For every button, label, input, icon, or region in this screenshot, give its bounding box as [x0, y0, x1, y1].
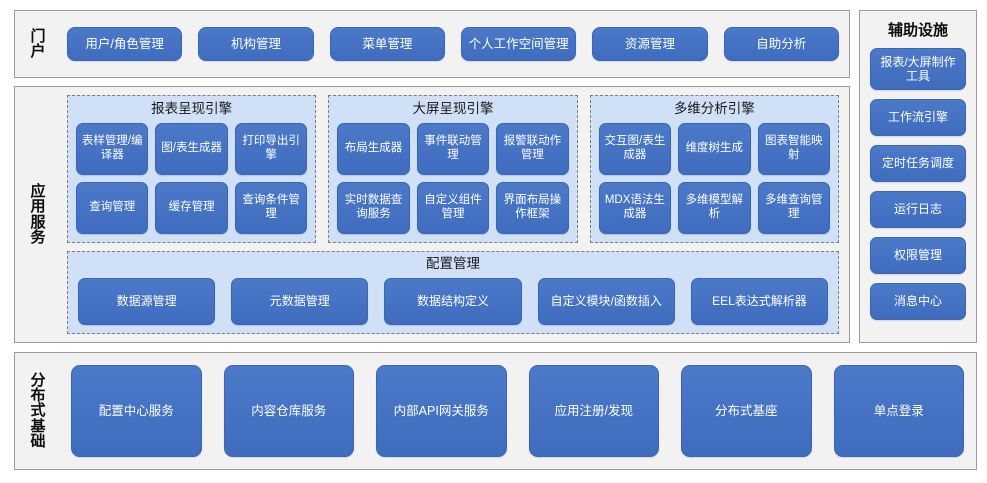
engine-group-multidimensional-analysis: 多维分析引擎 交互图/表生成器 维度树生成 图表智能映射 MDX语法生成器 多维…	[589, 95, 839, 243]
aux-item-permission-management[interactable]: 权限管理	[870, 237, 966, 274]
engine-group-large-screen-rendering-grid: 布局生成器 事件联动管理 报警联动作管理 实时数据查询服务 自定义组件管理 界面…	[337, 122, 569, 234]
engine-item-custom-component-management[interactable]: 自定义组件管理	[416, 181, 490, 234]
engine-group-large-screen-rendering-title: 大屏呈现引擎	[412, 101, 494, 116]
portal-section-label-text: 门户	[30, 27, 46, 60]
engine-item-realtime-data-query-service[interactable]: 实时数据查询服务	[337, 181, 410, 234]
engine-item-query-management[interactable]: 查询管理	[76, 181, 149, 234]
engine-item-interactive-chart-table-generator[interactable]: 交互图/表生成器	[598, 122, 672, 175]
engine-item-layout-generator[interactable]: 布局生成器	[337, 122, 410, 175]
engine-item-report-template-management-compiler[interactable]: 表样管理/编译器	[76, 122, 149, 175]
aux-item-runtime-log[interactable]: 运行日志	[870, 191, 966, 228]
portal-section: 门户 用户/角色管理 机构管理 菜单管理 个人工作空间管理 资源管理 自助分析	[14, 10, 850, 78]
engine-item-ui-layout-operation-framework[interactable]: 界面布局操作框架	[496, 181, 569, 234]
portal-item-resource-management[interactable]: 资源管理	[592, 27, 708, 61]
engine-group-report-rendering: 报表呈现引擎 表样管理/编译器 图/表生成器 打印导出引擎 查询管理 缓存管理 …	[67, 95, 317, 243]
portal-item-personal-workspace-management[interactable]: 个人工作空间管理	[460, 27, 577, 61]
engine-item-multidimensional-model-parsing[interactable]: 多维模型解析	[678, 181, 751, 234]
aux-item-message-center[interactable]: 消息中心	[870, 283, 966, 320]
engine-item-multidimensional-query-management[interactable]: 多维查询管理	[757, 181, 830, 234]
dist-item-content-repository-service[interactable]: 内容仓库服务	[223, 365, 354, 457]
engine-group-report-rendering-title: 报表呈现引擎	[151, 101, 233, 116]
aux-item-workflow-engine[interactable]: 工作流引擎	[870, 99, 966, 136]
engine-group-report-rendering-grid: 表样管理/编译器 图/表生成器 打印导出引擎 查询管理 缓存管理 查询条件管理	[76, 122, 308, 234]
configuration-management-group: 配置管理 数据源管理 元数据管理 数据结构定义 自定义模块/函数插入 EEL表达…	[67, 251, 839, 334]
portal-section-label: 门户	[15, 11, 61, 77]
dist-item-config-center-service[interactable]: 配置中心服务	[71, 365, 202, 457]
distributed-base-section: 分布式基础 配置中心服务 内容仓库服务 内部API网关服务 应用注册/发现 分布…	[14, 352, 977, 470]
config-item-eel-expression-parser[interactable]: EEL表达式解析器	[690, 277, 829, 325]
portal-item-self-service-analysis[interactable]: 自助分析	[723, 27, 839, 61]
engine-group-multidimensional-analysis-grid: 交互图/表生成器 维度树生成 图表智能映射 MDX语法生成器 多维模型解析 多维…	[598, 122, 830, 234]
portal-item-user-role-management[interactable]: 用户/角色管理	[67, 27, 183, 61]
portal-button-group: 用户/角色管理 机构管理 菜单管理 个人工作空间管理 资源管理 自助分析	[67, 11, 839, 77]
configuration-management-button-group: 数据源管理 元数据管理 数据结构定义 自定义模块/函数插入 EEL表达式解析器	[78, 277, 829, 325]
application-service-section-label: 应用服务	[15, 87, 61, 342]
portal-item-menu-management[interactable]: 菜单管理	[329, 27, 445, 61]
portal-item-org-management[interactable]: 机构管理	[198, 27, 314, 61]
engine-item-query-condition-management[interactable]: 查询条件管理	[234, 181, 308, 234]
configuration-management-title: 配置管理	[426, 256, 480, 271]
engine-item-dimension-tree-generation[interactable]: 维度树生成	[678, 122, 751, 175]
dist-item-distributed-foundation[interactable]: 分布式基座	[681, 365, 812, 457]
engine-group-large-screen-rendering: 大屏呈现引擎 布局生成器 事件联动管理 报警联动作管理 实时数据查询服务 自定义…	[328, 95, 578, 243]
auxiliary-button-group: 报表/大屏制作工具 工作流引擎 定时任务调度 运行日志 权限管理 消息中心	[870, 48, 966, 334]
dist-item-application-registration-discovery[interactable]: 应用注册/发现	[528, 365, 659, 457]
config-item-custom-module-function-insertion[interactable]: 自定义模块/函数插入	[537, 277, 675, 325]
auxiliary-section: 辅助设施 报表/大屏制作工具 工作流引擎 定时任务调度 运行日志 权限管理 消息…	[859, 10, 977, 343]
dist-item-single-sign-on[interactable]: 单点登录	[833, 365, 964, 457]
engine-item-chart-table-generator[interactable]: 图/表生成器	[155, 122, 228, 175]
distributed-base-section-label-text: 分布式基础	[30, 371, 46, 450]
distributed-base-section-label: 分布式基础	[15, 353, 61, 469]
engine-item-alarm-linkage-action-management[interactable]: 报警联动作管理	[496, 122, 569, 175]
distributed-base-button-group: 配置中心服务 内容仓库服务 内部API网关服务 应用注册/发现 分布式基座 单点…	[71, 365, 964, 457]
application-service-section-label-text: 应用服务	[30, 182, 46, 246]
auxiliary-section-title: 辅助设施	[887, 22, 948, 39]
engine-groups-row: 报表呈现引擎 表样管理/编译器 图/表生成器 打印导出引擎 查询管理 缓存管理 …	[67, 95, 839, 243]
dist-item-internal-api-gateway-service[interactable]: 内部API网关服务	[376, 365, 507, 457]
aux-item-report-dashboard-authoring-tool[interactable]: 报表/大屏制作工具	[870, 48, 966, 90]
engine-item-print-export-engine[interactable]: 打印导出引擎	[234, 122, 308, 175]
engine-item-chart-intelligent-mapping[interactable]: 图表智能映射	[757, 122, 830, 175]
config-item-metadata-management[interactable]: 元数据管理	[231, 277, 369, 325]
engine-group-multidimensional-analysis-title: 多维分析引擎	[673, 101, 755, 116]
aux-item-scheduled-task-scheduling[interactable]: 定时任务调度	[870, 145, 966, 182]
application-service-body: 报表呈现引擎 表样管理/编译器 图/表生成器 打印导出引擎 查询管理 缓存管理 …	[67, 95, 839, 334]
application-service-section: 应用服务 报表呈现引擎 表样管理/编译器 图/表生成器 打印导出引擎 查询管理 …	[14, 86, 850, 343]
config-item-datasource-management[interactable]: 数据源管理	[78, 277, 216, 325]
engine-item-event-linkage-management[interactable]: 事件联动管理	[416, 122, 490, 175]
config-item-data-structure-definition[interactable]: 数据结构定义	[384, 277, 522, 325]
engine-item-cache-management[interactable]: 缓存管理	[155, 181, 228, 234]
engine-item-mdx-syntax-generator[interactable]: MDX语法生成器	[598, 181, 672, 234]
